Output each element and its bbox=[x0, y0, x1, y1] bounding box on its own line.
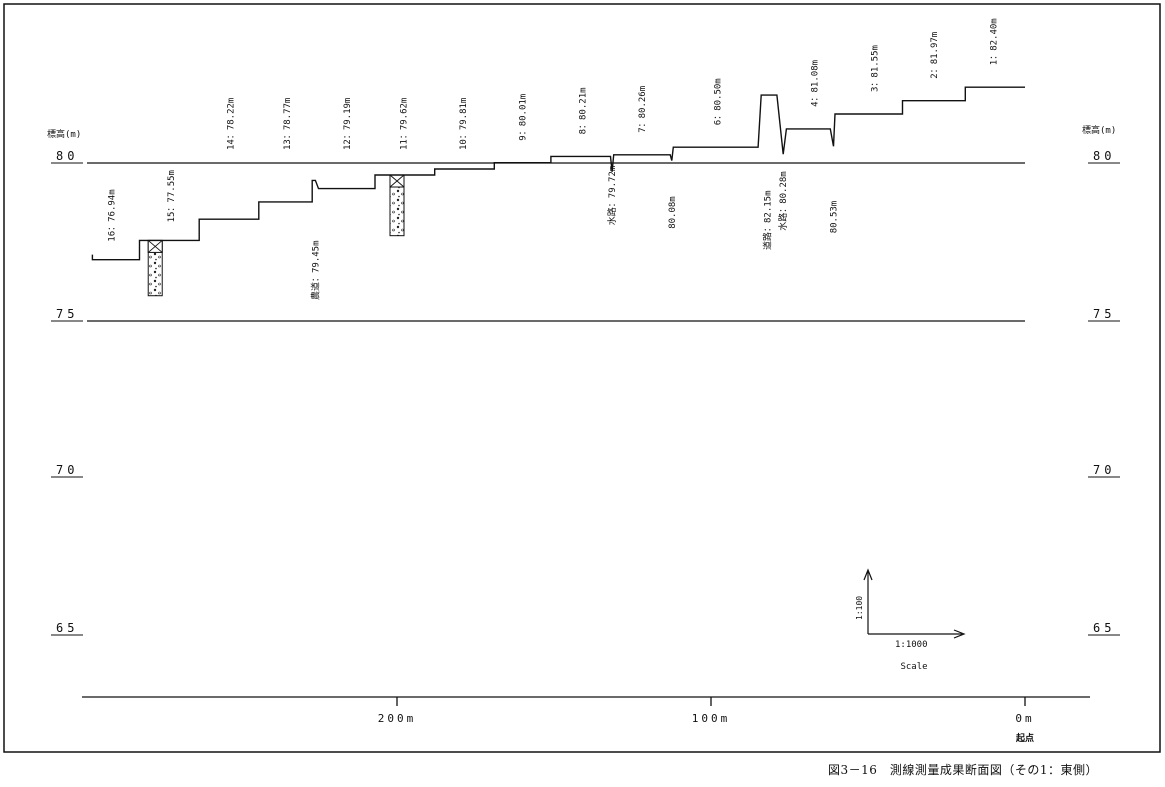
scale-vertical-label: 1:100 bbox=[855, 596, 864, 620]
scale-title: Scale bbox=[900, 662, 927, 672]
feature-label: 水路：80.28m bbox=[777, 171, 789, 231]
elevation-tick-left-70: 70 bbox=[56, 463, 78, 477]
survey-point-label: 3：81.55m bbox=[870, 45, 880, 92]
ground-profile bbox=[91, 86, 1025, 261]
survey-point-label: 15：77.55m bbox=[167, 170, 177, 222]
figure-frame bbox=[3, 3, 1161, 753]
survey-point-label: 2：81.97m bbox=[930, 32, 940, 79]
elevation-tick-right-80: 80 bbox=[1093, 149, 1115, 163]
scale-indicator: 1:100 1:1000 Scale bbox=[855, 568, 966, 672]
borehole-2 bbox=[389, 174, 405, 237]
boreholes bbox=[147, 174, 405, 297]
survey-point-label: 11：79.62m bbox=[399, 98, 409, 150]
arrow-up-icon bbox=[863, 568, 873, 581]
survey-point-label: 6：80.50m bbox=[713, 78, 723, 125]
figure-caption: 図3－16 測線測量成果断面図（その1：東側） bbox=[828, 763, 1099, 777]
survey-point-label: 14：78.22m bbox=[227, 98, 237, 150]
feature-label: 80.53m bbox=[830, 201, 840, 234]
elevation-tick-left-80: 80 bbox=[56, 149, 78, 163]
survey-point-label: 9：80.01m bbox=[519, 94, 529, 141]
scale-horizontal-label: 1:1000 bbox=[895, 640, 928, 650]
survey-point-labels: 1：82.40m 2：81.97m 3：81.55m 4：81.08m 6：80.50m… bbox=[107, 18, 999, 241]
profile-line bbox=[91, 86, 1025, 261]
elevation-tick-right-65: 65 bbox=[1093, 621, 1115, 635]
feature-label: 道路：82.15m bbox=[762, 190, 774, 250]
survey-point-label: 13：78.77m bbox=[283, 98, 293, 150]
cross-icon bbox=[389, 174, 405, 188]
distance-label-100m: 100m bbox=[692, 712, 731, 725]
feature-label: 80.08m bbox=[668, 196, 678, 229]
feature-label: 農道：79.45m bbox=[309, 240, 321, 300]
borehole-1 bbox=[147, 239, 163, 297]
elevation-tick-right-70: 70 bbox=[1093, 463, 1115, 477]
arrow-right-icon bbox=[953, 629, 966, 639]
distance-label-0m: 0m bbox=[1015, 712, 1034, 725]
elevation-tick-right-75: 75 bbox=[1093, 307, 1115, 321]
elevation-axis-title-right: 標高(m) bbox=[1082, 124, 1116, 136]
cross-icon bbox=[147, 240, 163, 253]
origin-label: 起点 bbox=[1015, 732, 1034, 744]
survey-point-label: 1：82.40m bbox=[990, 18, 1000, 65]
survey-point-label: 12：79.19m bbox=[343, 98, 353, 150]
survey-point-label: 4：81.08m bbox=[811, 60, 821, 107]
elevation-axis-title-left: 標高(m) bbox=[47, 128, 81, 140]
survey-point-label: 8：80.21m bbox=[578, 87, 588, 134]
survey-point-label: 16：76.94m bbox=[107, 189, 117, 241]
elevation-tick-left-75: 75 bbox=[56, 307, 78, 321]
distance-label-200m: 200m bbox=[378, 712, 417, 725]
survey-point-label: 10：79.81m bbox=[459, 98, 469, 150]
survey-point-label: 7：80.26m bbox=[638, 86, 648, 133]
elevation-tick-left-65: 65 bbox=[56, 621, 78, 635]
feature-label: 水路：79.72m bbox=[606, 166, 618, 226]
